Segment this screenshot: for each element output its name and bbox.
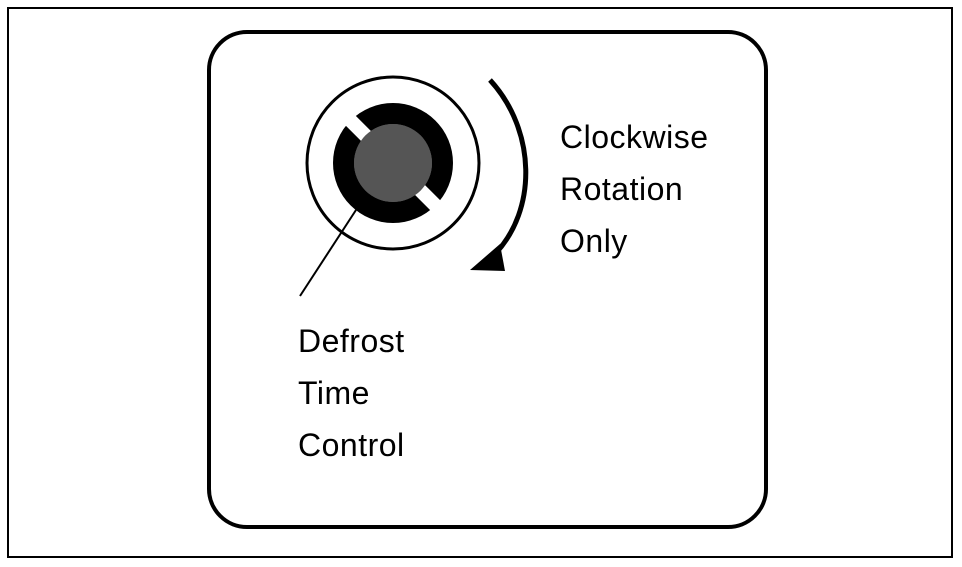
control-name-line: Control	[298, 427, 405, 463]
rotation-note-line: Only	[560, 223, 628, 259]
clockwise-arrow-icon	[470, 78, 529, 271]
knob-center-cap	[354, 124, 432, 202]
leader-line	[299, 209, 357, 297]
control-name-line: Defrost	[298, 323, 405, 359]
rotation-note-line: Clockwise	[560, 119, 709, 155]
control-name-label: Defrost Time Control	[298, 315, 405, 471]
rotation-note-line: Rotation	[560, 171, 684, 207]
control-panel	[207, 30, 768, 529]
rotation-note: Clockwise Rotation Only	[560, 111, 709, 267]
control-name-line: Time	[298, 375, 370, 411]
